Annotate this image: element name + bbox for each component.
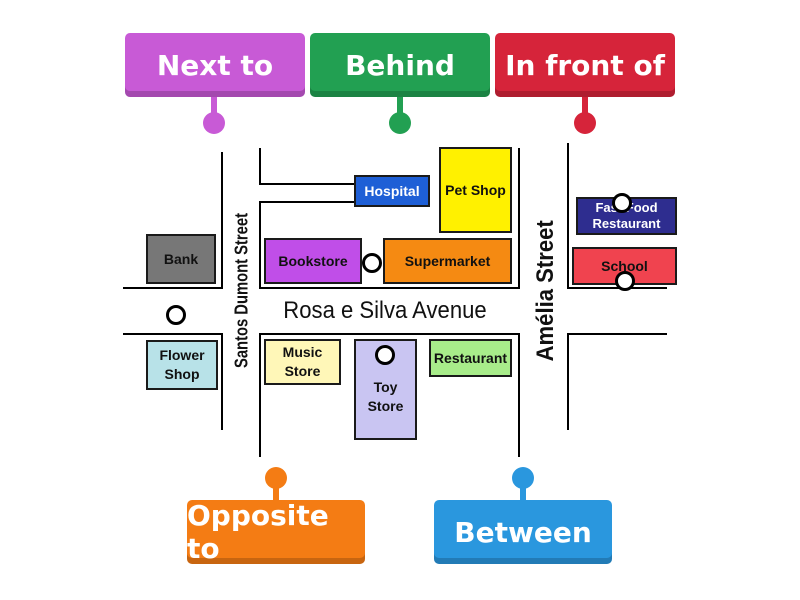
building-school-label: School <box>601 257 648 274</box>
building-pet-shop[interactable]: Pet Shop <box>439 147 512 233</box>
pin-next-to[interactable] <box>203 112 225 134</box>
pin-stem-opposite-to <box>273 485 279 503</box>
santos-left-bottom <box>221 333 223 430</box>
hospital-road-top <box>259 183 355 185</box>
pin-stem-behind <box>397 97 403 117</box>
pin-behind[interactable] <box>389 112 411 134</box>
building-music-store[interactable]: Music Store <box>264 339 341 385</box>
hospital-road-vertical <box>259 148 261 185</box>
label-in-front-of[interactable]: In front of <box>495 33 675 97</box>
avenue-bottom-mid <box>259 333 520 335</box>
label-opposite-to-text: Opposite to <box>187 499 329 565</box>
amelia-left-bottom <box>518 333 520 457</box>
building-hospital-label: Hospital <box>364 182 420 199</box>
pin-in-front-of[interactable] <box>574 112 596 134</box>
label-between-text: Between <box>454 515 592 549</box>
pin-stem-in-front-of <box>582 97 588 117</box>
building-supermarket-label: Supermarket <box>404 252 491 269</box>
drop-target-school[interactable] <box>615 271 635 291</box>
building-flower-shop-label: Flower Shop <box>159 347 205 382</box>
avenue-top-left <box>123 287 223 289</box>
santos-right-bottom <box>259 333 261 457</box>
amelia-left-top <box>518 148 520 288</box>
drop-target-between-bank-flower[interactable] <box>166 305 186 325</box>
label-between[interactable]: Between <box>434 500 612 564</box>
drop-target-fast-food[interactable] <box>612 193 632 213</box>
avenue-bottom-left <box>123 333 223 335</box>
building-bank-label: Bank <box>163 250 199 267</box>
label-next-to-text: Next to <box>156 48 274 82</box>
drop-target-toy-store[interactable] <box>375 345 395 365</box>
pin-stem-next-to <box>211 97 217 117</box>
label-behind[interactable]: Behind <box>310 33 490 97</box>
building-toy-store-label: Toy Store <box>367 378 404 414</box>
avenue-top-mid <box>259 287 520 289</box>
building-supermarket[interactable]: Supermarket <box>383 238 512 284</box>
label-opposite-to[interactable]: Opposite to <box>187 499 365 565</box>
santos-left-top <box>221 152 223 288</box>
santos-right-top <box>259 202 261 288</box>
building-restaurant[interactable]: Restaurant <box>429 339 512 377</box>
avenue-bottom-right <box>567 333 667 335</box>
building-music-store-label: Music Store <box>282 344 323 379</box>
amelia-right-top <box>567 143 569 288</box>
building-bookstore[interactable]: Bookstore <box>264 238 362 284</box>
amelia-street-name: Amélia Street <box>532 220 559 362</box>
label-behind-text: Behind <box>345 48 455 82</box>
drop-target-bookstore-supermarket[interactable] <box>362 253 382 273</box>
label-next-to[interactable]: Next to <box>125 33 305 97</box>
pin-stem-between <box>520 485 526 503</box>
building-school[interactable]: School <box>572 247 677 285</box>
santos-street-name: Santos Dumont Street <box>231 212 252 368</box>
label-in-front-of-text: In front of <box>505 48 665 82</box>
pin-opposite-to[interactable] <box>265 467 287 489</box>
building-bookstore-label: Bookstore <box>278 252 348 269</box>
building-restaurant-label: Restaurant <box>433 349 508 366</box>
amelia-right-bottom <box>567 333 569 430</box>
avenue-name: Rosa e Silva Avenue <box>283 297 487 324</box>
building-hospital[interactable]: Hospital <box>354 175 430 207</box>
hospital-road-bottom <box>259 201 355 203</box>
building-flower-shop[interactable]: Flower Shop <box>146 340 218 390</box>
building-bank[interactable]: Bank <box>146 234 216 284</box>
pin-between[interactable] <box>512 467 534 489</box>
building-pet-shop-label: Pet Shop <box>445 181 506 198</box>
